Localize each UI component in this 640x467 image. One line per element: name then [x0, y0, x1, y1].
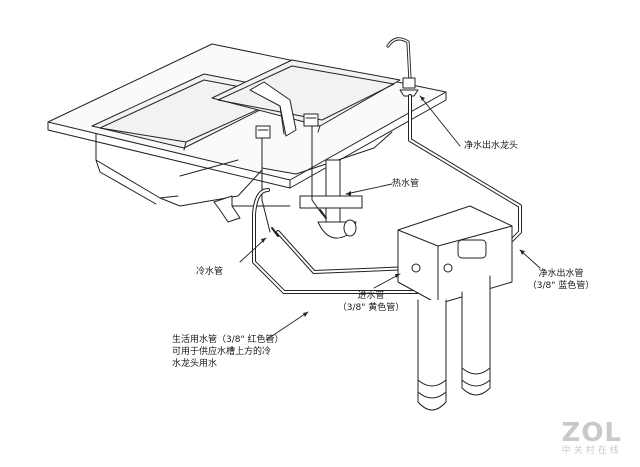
filter-unit — [397, 205, 513, 305]
label-purified-outlet-pipe-name: 净水出水管 — [538, 269, 584, 279]
label-purified-outlet-pipe-spec: （3/8" 蓝色管） — [527, 281, 595, 291]
label-inlet-pipe-name: 进水管 — [357, 291, 385, 301]
hot-water-line — [311, 125, 327, 219]
label-inlet-pipe: 进水管 （3/8" 黄色管） — [330, 290, 412, 314]
leader-arrows — [261, 96, 525, 317]
purified-faucet — [386, 37, 419, 97]
watermark-subtitle: 中关村在线 — [561, 446, 622, 456]
label-purified-faucet: 净水出水龙头 — [464, 141, 519, 151]
label-inlet-pipe-spec: （3/8" 黄色管） — [337, 303, 405, 313]
label-cold-pipe: 冷水管 — [196, 267, 224, 277]
main-faucet — [249, 81, 319, 139]
zol-watermark: ZOL 中关村在线 — [561, 420, 622, 457]
label-domestic-pipe: 生活用水管（3/8" 红色管） 可用于供应水槽上方的冷 水龙头用水 — [172, 334, 284, 370]
label-purified-outlet-pipe: 净水出水管 （3/8" 蓝色管） — [520, 268, 602, 292]
cold-water-line — [261, 137, 279, 237]
label-hot-pipe: 热水管 — [392, 179, 420, 189]
drain-pipes — [213, 159, 363, 239]
label-domestic-pipe-line1: 生活用水管（3/8" 红色管） — [172, 335, 284, 345]
inlet-pipe — [276, 230, 414, 274]
watermark-logo: ZOL — [561, 418, 622, 448]
purified-outlet-pipe — [408, 94, 522, 242]
filter-cartridges — [417, 275, 491, 411]
domestic-water-pipe — [252, 188, 456, 294]
label-domestic-pipe-line3: 水龙头用水 — [172, 359, 218, 369]
label-domestic-pipe-line2: 可用于供应水槽上方的冷 — [172, 347, 272, 357]
